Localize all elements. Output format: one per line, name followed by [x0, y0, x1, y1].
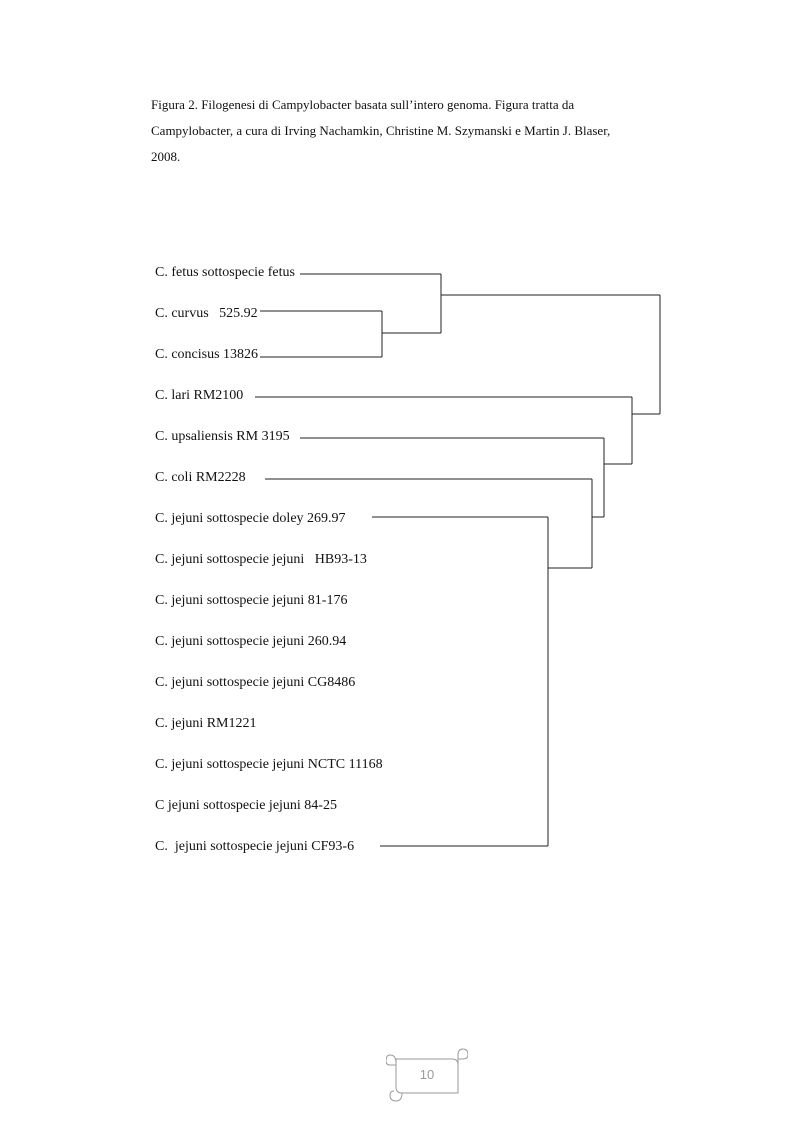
caption-line-3: 2008. — [151, 149, 181, 164]
taxon-label-jejuni-nctc: C. jejuni sottospecie jejuni NCTC 11168 — [155, 757, 383, 773]
taxon-label-jejuni-hb93: C. jejuni sottospecie jejuni HB93-13 — [155, 552, 367, 568]
taxon-label-concisus: C. concisus 13826 — [155, 347, 259, 363]
taxon-label-jejuni-81-176: C. jejuni sottospecie jejuni 81-176 — [155, 593, 348, 609]
taxon-label-lari: C. lari RM2100 — [155, 388, 244, 404]
taxon-label-jejuni-84-25: C jejuni sottospecie jejuni 84-25 — [155, 798, 337, 814]
page-number-scroll: 10 — [386, 1047, 468, 1102]
taxon-label-jejuni-cf93: C. jejuni sottospecie jejuni CF93-6 — [155, 839, 355, 855]
taxon-label-jejuni-cg8486: C. jejuni sottospecie jejuni CG8486 — [155, 675, 356, 691]
taxon-label-upsaliensis: C. upsaliensis RM 3195 — [155, 429, 290, 445]
taxon-label-jejuni-rm1221: C. jejuni RM1221 — [155, 716, 257, 732]
taxon-label-fetus: C. fetus sottospecie fetus — [155, 265, 295, 281]
taxon-label-curvus: C. curvus 525.92 — [155, 306, 258, 322]
taxon-label-jejuni-260: C. jejuni sottospecie jejuni 260.94 — [155, 634, 347, 650]
caption-line-2: Campylobacter, a cura di Irving Nachamki… — [151, 123, 611, 138]
page-number: 10 — [419, 1067, 435, 1082]
scroll-ribbon-icon — [386, 1048, 468, 1102]
caption-line-1: Figura 2. Filogenesi di Campylobacter ba… — [151, 97, 575, 112]
taxon-label-jejuni-doley: C. jejuni sottospecie doley 269.97 — [155, 511, 346, 527]
figure-caption: Figura 2. Filogenesi di Campylobacter ba… — [151, 92, 671, 170]
taxon-label-coli: C. coli RM2228 — [155, 470, 246, 486]
